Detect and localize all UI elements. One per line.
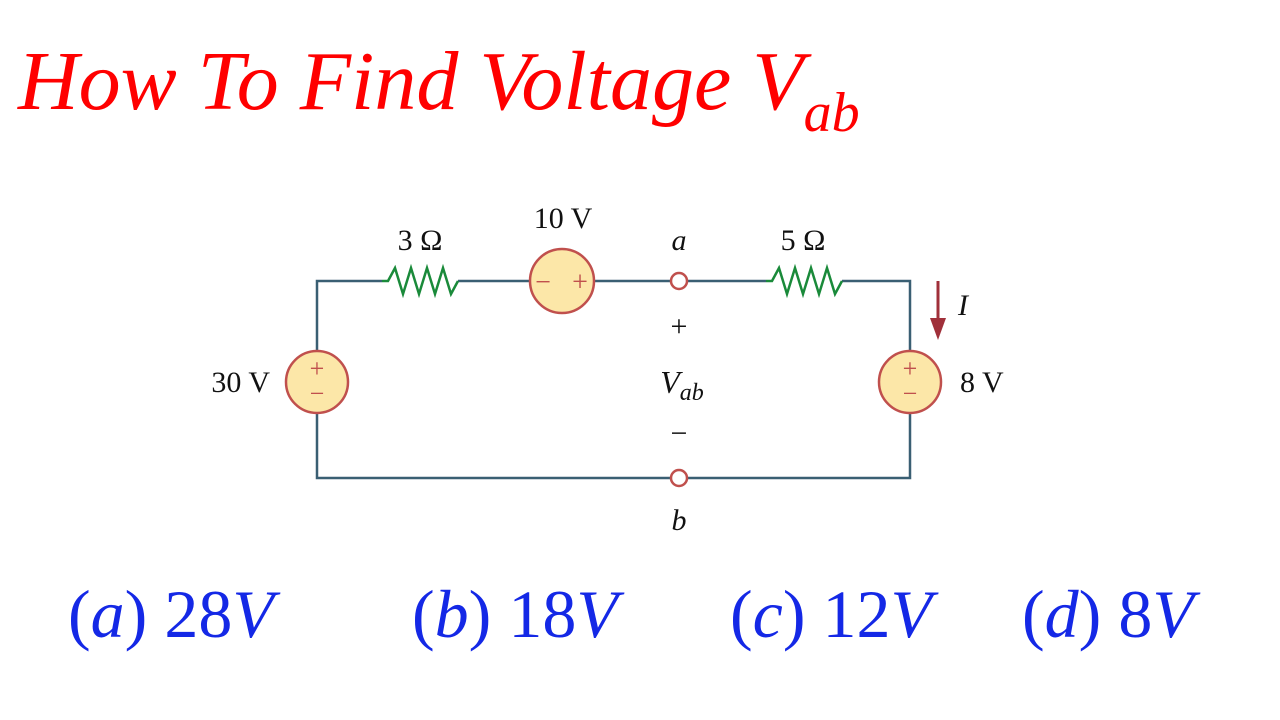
option-b-letter: b (434, 576, 469, 652)
option-a-unit: V (232, 576, 274, 652)
source-30v-plus-sign: + (310, 354, 325, 383)
wire-bottom-right (687, 412, 912, 480)
label-vab-main: V (660, 364, 683, 400)
terminal-a (669, 271, 689, 291)
option-b-unit: V (576, 576, 618, 652)
label-v-left: 30 V (211, 366, 270, 399)
label-vab-minus: − (671, 417, 688, 450)
voltage-source-8v (877, 349, 943, 415)
label-r2: 5 Ω (781, 224, 826, 257)
voltage-source-10v (528, 247, 596, 315)
option-d-close: ) (1078, 576, 1102, 652)
circuit-wires (315, 279, 912, 480)
option-c-unit: V (890, 576, 933, 652)
option-d-unit: V (1152, 576, 1194, 652)
option-c-close: ) (782, 576, 806, 652)
wire-top-right (842, 279, 912, 352)
option-a: (a) 28V (68, 580, 274, 648)
terminal-b (669, 468, 689, 488)
label-node-a: a (672, 224, 687, 257)
source-10v-minus-sign: − (535, 267, 551, 298)
option-a-close: ) (124, 576, 148, 652)
option-d-value: 8 (1118, 576, 1153, 652)
option-d-open: ( (1022, 576, 1045, 652)
option-b-open: ( (412, 576, 435, 652)
option-d-letter: d (1044, 576, 1079, 652)
wire-top-left (315, 279, 382, 352)
title-subscript: ab (803, 82, 860, 144)
label-current: I (957, 289, 970, 322)
label-vab-sub: ab (680, 380, 704, 406)
option-c-value: 12 (822, 576, 891, 652)
source-8v-plus-sign: + (903, 354, 918, 383)
resistor-5-ohm (766, 263, 844, 299)
option-b-close: ) (468, 576, 492, 652)
resistor-3-ohm (382, 263, 460, 299)
voltage-source-30v (284, 349, 350, 415)
option-c-open: ( (730, 576, 753, 652)
label-vab: Vab (660, 364, 704, 406)
option-d: (d) 8V (1022, 580, 1194, 648)
label-node-b: b (672, 504, 687, 537)
source-10v-plus-sign: + (572, 267, 588, 298)
wire-bottom-left (315, 412, 671, 480)
option-a-open: ( (68, 576, 91, 652)
label-vab-plus: + (671, 310, 688, 343)
option-c-letter: c (752, 576, 783, 652)
option-b: (b) 18V (412, 580, 618, 648)
source-8v-minus-sign: − (903, 379, 918, 408)
label-v-right: 8 V (960, 366, 1004, 399)
option-a-letter: a (90, 576, 125, 652)
title-main: How To Find Voltage V (18, 35, 804, 128)
source-30v-minus-sign: − (310, 379, 325, 408)
option-c: (c) 12V (730, 580, 932, 648)
current-arrow-head (930, 318, 946, 340)
option-b-value: 18 (508, 576, 577, 652)
label-v-series: 10 V (534, 202, 593, 235)
page-title: How To Find Voltage Vab (18, 40, 860, 142)
label-r1: 3 Ω (398, 224, 443, 257)
option-a-value: 28 (164, 576, 233, 652)
